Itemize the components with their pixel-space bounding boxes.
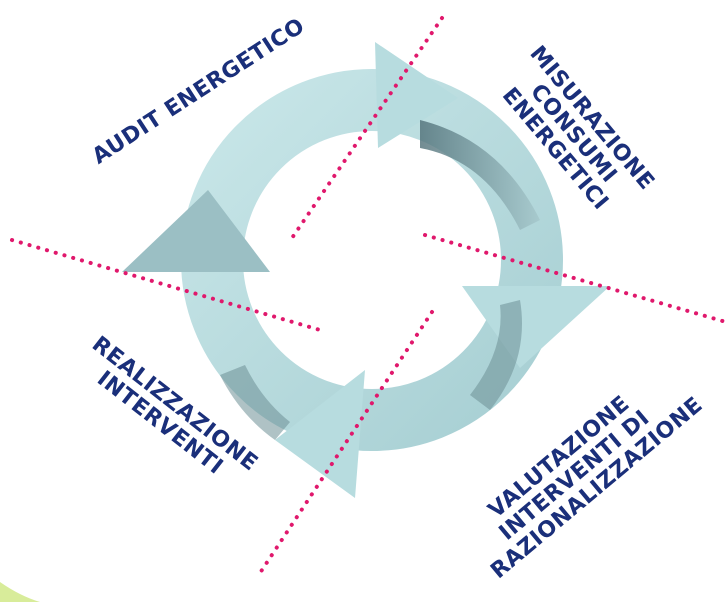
arrow-head-top bbox=[375, 42, 458, 148]
arrow-shadow-right bbox=[470, 300, 522, 410]
dotted-line-left bbox=[10, 238, 322, 332]
arrow-shadow-top bbox=[420, 120, 540, 230]
corner-accent-shape bbox=[0, 582, 40, 602]
dotted-dividers bbox=[10, 16, 728, 578]
arrow-head-left bbox=[122, 190, 270, 272]
arrow-head-right bbox=[462, 286, 610, 368]
arrow-head-bottom bbox=[275, 370, 365, 498]
dotted-line-bottom bbox=[256, 310, 434, 578]
dotted-line-right bbox=[423, 233, 728, 324]
arrow-shadow-bottom bbox=[220, 365, 290, 440]
dotted-line-top bbox=[290, 16, 444, 240]
